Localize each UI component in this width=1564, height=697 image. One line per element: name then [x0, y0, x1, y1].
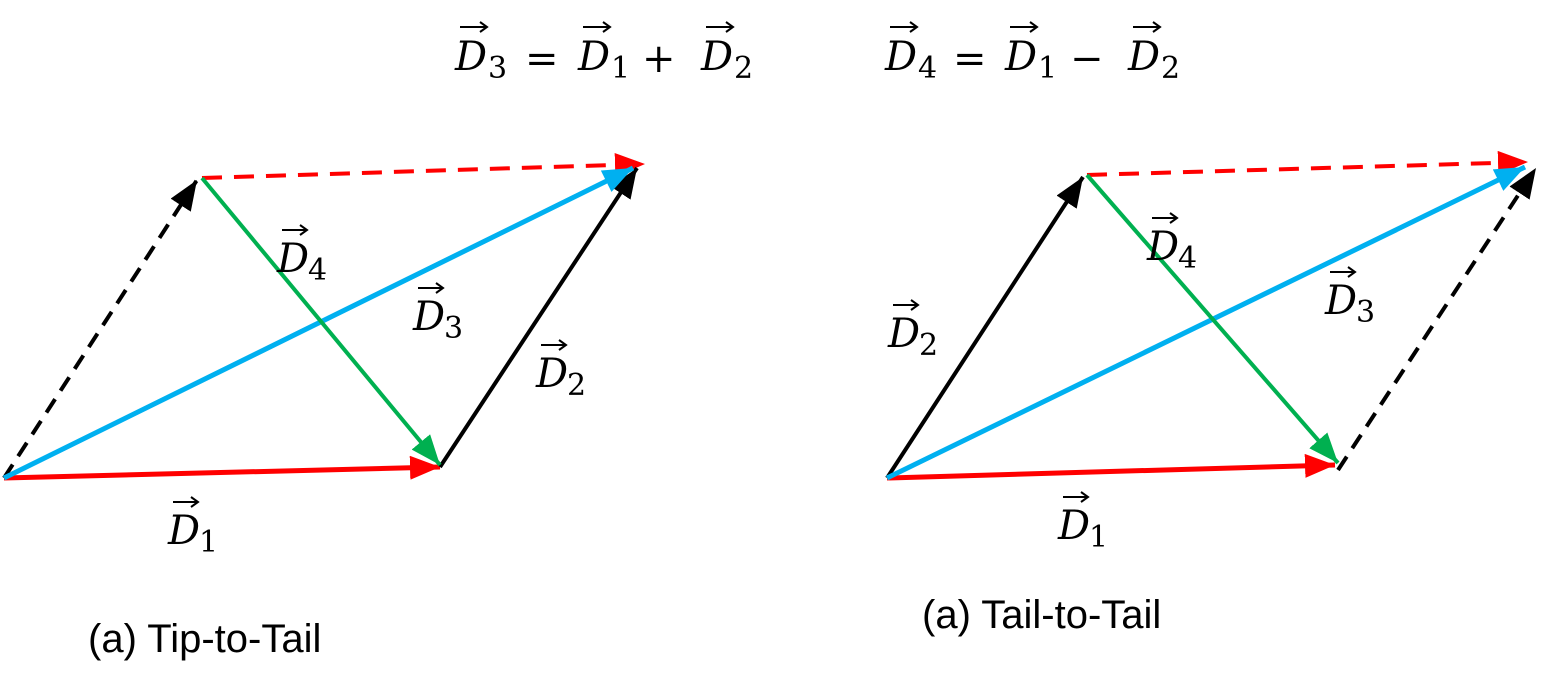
- svg-text:2: 2: [919, 328, 938, 363]
- dashed-d1-top: [201, 152, 646, 180]
- dashed-d1-top: [1086, 150, 1529, 177]
- vector-d1: [886, 453, 1336, 481]
- label-d2-right: D 2: [887, 299, 938, 363]
- svg-text:4: 4: [1178, 241, 1197, 276]
- eq-diff-op: −: [1070, 36, 1104, 82]
- caption-tip-to-tail: (a) Tip-to-Tail: [88, 617, 321, 661]
- eq-sum-b-symbol: D: [700, 34, 733, 80]
- eq-diff-a-symbol: D: [1004, 34, 1037, 80]
- eq-sum-lhs-symbol: D: [454, 34, 487, 80]
- eq-sum-lhs-sub: 3: [488, 51, 507, 86]
- svg-text:2: 2: [567, 368, 586, 403]
- panel-tip-to-tail: D 4 D 3 D 2 D 1 (a) Tip-to-Tail: [2, 152, 646, 661]
- svg-text:1: 1: [199, 525, 218, 560]
- svg-text:D: D: [887, 311, 920, 357]
- vector-d2: [438, 166, 639, 469]
- svg-text:3: 3: [444, 311, 463, 346]
- vector-d2: [885, 175, 1085, 480]
- svg-text:D: D: [412, 294, 445, 340]
- vector-d4: [1085, 173, 1340, 465]
- svg-text:D: D: [1057, 503, 1090, 549]
- svg-text:D: D: [1324, 278, 1357, 324]
- panel-tail-to-tail: D 4 D 3 D 2 D 1 (a) Tail-to-Tail: [885, 150, 1538, 637]
- dashed-d2-left: [2, 178, 199, 480]
- eq-sum-a-symbol: D: [577, 34, 610, 80]
- eq-diff-lhs-sub: 4: [918, 51, 937, 86]
- eq-diff-b-symbol: D: [1127, 34, 1160, 80]
- label-d3-right: D 3: [1324, 266, 1375, 330]
- eq-sum-equals: =: [525, 36, 559, 82]
- caption-tail-to-tail: (a) Tail-to-Tail: [922, 593, 1161, 637]
- eq-sum-op: +: [642, 36, 676, 82]
- vector-d4: [200, 176, 442, 467]
- vector-d3: [2, 165, 635, 481]
- eq-diff-lhs-symbol: D: [884, 34, 917, 80]
- eq-diff-a-sub: 1: [1038, 51, 1057, 86]
- svg-text:D: D: [167, 508, 200, 554]
- eq-sum-b-sub: 2: [734, 51, 753, 86]
- svg-text:D: D: [1146, 224, 1179, 270]
- equation-sum: D 3 = D 1 + D 2: [454, 21, 753, 86]
- label-d1-right: D 1: [1057, 491, 1108, 555]
- label-d1-left: D 1: [167, 496, 218, 560]
- svg-text:3: 3: [1356, 295, 1375, 330]
- eq-diff-b-sub: 2: [1161, 51, 1180, 86]
- vector-d3: [885, 164, 1527, 481]
- label-d4-left: D 4: [276, 224, 327, 288]
- eq-diff-equals: =: [953, 36, 987, 82]
- svg-text:4: 4: [308, 253, 327, 288]
- dashed-d2-right: [1336, 166, 1538, 472]
- svg-text:1: 1: [1089, 520, 1108, 555]
- eq-sum-a-sub: 1: [611, 51, 630, 86]
- svg-text:D: D: [535, 351, 568, 397]
- label-d4-right: D 4: [1146, 212, 1197, 276]
- equation-diff: D 4 = D 1 − D 2: [884, 21, 1180, 86]
- label-d3-left: D 3: [412, 282, 463, 346]
- label-d2-left: D 2: [535, 339, 586, 403]
- svg-text:D: D: [276, 236, 309, 282]
- vector-d1: [3, 455, 441, 481]
